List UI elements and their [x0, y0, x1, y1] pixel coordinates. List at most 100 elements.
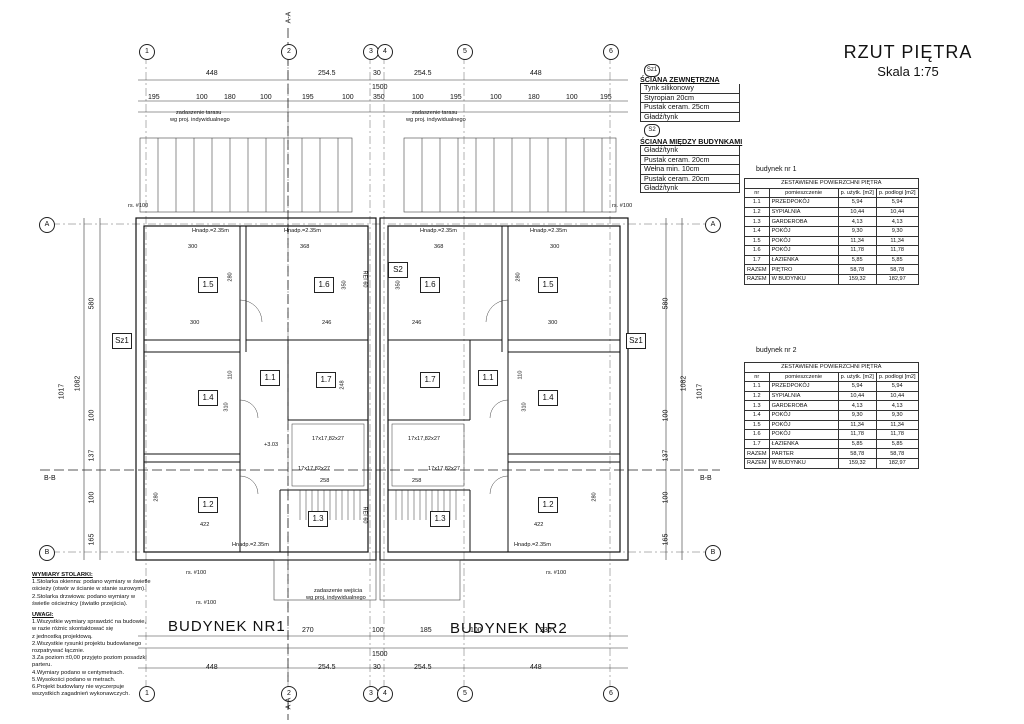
- dim-right-4: 100: [662, 409, 670, 422]
- notes-block: WYMIARY STOLARKI: 1.Stolarka okienna: po…: [32, 572, 172, 698]
- axis-bubble-1-bottom: 1: [139, 686, 155, 702]
- room-tag-left-1-1: 1.1: [260, 370, 280, 386]
- col-usable: p. użytk. [m2]: [837, 187, 877, 199]
- cell: 1.5: [744, 419, 770, 431]
- cell: 5,85: [875, 254, 919, 266]
- dim-top-b-12: 100: [566, 94, 578, 101]
- stairs-label-right: 17x17,82x27: [408, 436, 441, 442]
- dim-bottom-b-4: 100: [470, 627, 482, 634]
- legend-s2-layer: Gładź/tynk: [640, 146, 740, 156]
- cell: PIĘTRO: [768, 264, 839, 275]
- notes-line: 6.Projekt budowlany nie wyczerpuje: [32, 684, 125, 691]
- cell: 182,97: [875, 273, 919, 285]
- room-tag-right-1-4: 1.4: [538, 390, 558, 406]
- dim-room-15b-right: 300: [548, 320, 558, 326]
- rs-label-entrance: rs. #100: [196, 600, 217, 606]
- dim-top-5: 448: [530, 70, 542, 77]
- table-caption: ZESTAWIENIE POWIERZCHNI PIĘTRA: [744, 178, 919, 189]
- dim-bottom-b-3: 185: [420, 627, 432, 634]
- dim-room-12: 422: [200, 522, 210, 528]
- wall-tag-sz1-left: Sz1: [112, 333, 132, 349]
- section-marker-bb-right: B-B: [700, 475, 712, 482]
- dim-top-b-1: 195: [148, 94, 160, 101]
- terrace-left: [139, 137, 353, 213]
- room-tag-left-1-7: 1.7: [316, 372, 336, 388]
- dim-v-2: 350: [341, 280, 348, 290]
- dim-top-b-10: 100: [490, 94, 502, 101]
- cell: POKÓJ: [768, 225, 839, 237]
- cell: POKÓJ: [768, 429, 839, 440]
- legend-sz1: ŚCIANA ZEWNĘTRZNA Tynk silikonowy Styrop…: [640, 75, 740, 123]
- section-marker-aa-bottom: A-A: [285, 697, 293, 710]
- axis-bubble-4-bottom: 4: [377, 686, 393, 702]
- cell: 5,85: [837, 438, 877, 450]
- cell: 1.2: [744, 390, 770, 402]
- dim-top-b-4: 100: [260, 94, 272, 101]
- section-lines: [40, 28, 720, 720]
- cell: 182,97: [875, 457, 919, 469]
- col-nr: nr: [744, 371, 770, 383]
- dim-overall-top: 1500: [372, 84, 388, 91]
- col-room: pomieszczenie: [768, 187, 839, 199]
- cell: 5,94: [837, 197, 877, 208]
- dim-v-2r: 350: [395, 280, 402, 290]
- cell: 10,44: [837, 390, 877, 402]
- legend-s2-heading: ŚCIANA MIĘDZY BUDYNKAMI: [640, 137, 743, 146]
- cell: 11,78: [837, 245, 877, 256]
- cell: PRZEDPOKÓJ: [768, 197, 839, 208]
- entrance-canopy: [273, 559, 461, 601]
- entrance-label: zadaszenie wejścia: [314, 588, 363, 594]
- dim-overall-bottom: 1500: [372, 651, 388, 658]
- col-floor: p. podłogi [m2]: [875, 371, 919, 383]
- dim-left-3: 1017: [58, 383, 66, 400]
- notes-line: 1.Wszystkie wymiary sprawdzić na budowie…: [32, 619, 147, 626]
- dim-room-16b: 246: [322, 320, 332, 326]
- legend-s2-layer: Gładź/tynk: [640, 183, 740, 194]
- axis-bubble-a-left: A: [39, 217, 55, 233]
- entrance-note: wg proj. indywidualnego: [306, 595, 366, 601]
- cell: 11,34: [837, 419, 877, 431]
- interior-walls-right: [388, 226, 620, 552]
- cell: SYPIALNIA: [768, 390, 839, 402]
- dim-v-6: 280: [153, 492, 160, 502]
- axis-bubble-b-right: B: [705, 545, 721, 561]
- cell: 5,85: [875, 438, 919, 450]
- dim-bottom-3: 30: [373, 664, 381, 671]
- axis-bubble-3-bottom: 3: [363, 686, 379, 702]
- col-room: pomieszczenie: [768, 371, 839, 383]
- drawing-title: RZUT PIĘTRA: [843, 42, 973, 62]
- cell: 1.5: [744, 235, 770, 247]
- rs-label-bottom-right: rs. #100: [546, 570, 567, 576]
- cell: 58,78: [837, 264, 877, 275]
- cell: POKÓJ: [768, 235, 839, 247]
- dim-stairs-right: 258: [412, 478, 422, 484]
- cell: RAZEM: [744, 273, 770, 285]
- cell: 11,78: [875, 429, 919, 440]
- dim-top-1: 448: [206, 70, 218, 77]
- room-tag-left-1-4: 1.4: [198, 390, 218, 406]
- dim-right-5: 137: [662, 449, 670, 462]
- dim-right-6: 100: [662, 491, 670, 504]
- dim-room-15b: 300: [190, 320, 200, 326]
- hnadp-5: Hnadp.=2.35m: [232, 542, 269, 548]
- cell: POKÓJ: [768, 245, 839, 256]
- dim-top-b-8: 100: [412, 94, 424, 101]
- dim-left-5: 137: [88, 449, 96, 462]
- notes-line: świetle ościeżnicy (światło przejścia).: [32, 600, 128, 607]
- dim-v-6r: 280: [591, 492, 598, 502]
- interior-walls-left: [144, 226, 368, 552]
- dim-top-b-3: 180: [224, 94, 236, 101]
- cell: 4,13: [837, 400, 877, 411]
- notes-line: wszystkich zagadnień wykonawczych.: [32, 691, 130, 698]
- cell: 1.4: [744, 409, 770, 421]
- cell: ŁAZIENKA: [768, 254, 839, 266]
- cell: 9,30: [837, 409, 877, 421]
- cell: W BUDYNKU: [768, 457, 839, 469]
- col-floor: p. podłogi [m2]: [875, 187, 919, 199]
- dim-room-16: 368: [300, 244, 310, 250]
